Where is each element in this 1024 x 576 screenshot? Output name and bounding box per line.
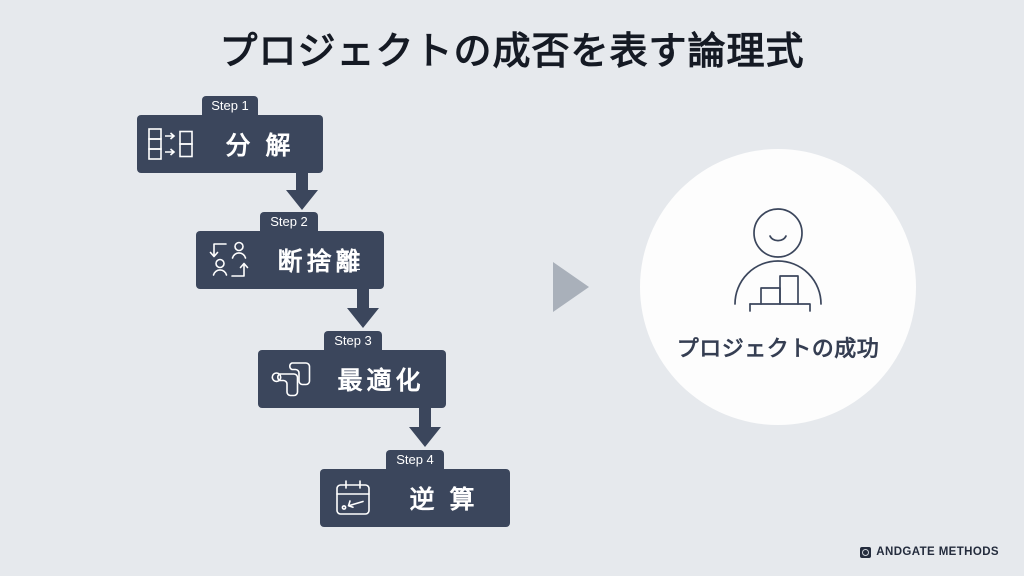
- step-tab-1: Step 1: [202, 96, 258, 116]
- step-tab-4: Step 4: [386, 450, 444, 470]
- step-body-4: 逆 算: [320, 469, 510, 527]
- step-tab-2: Step 2: [260, 212, 318, 232]
- play-triangle-icon: [553, 262, 589, 312]
- step-label-1: 分 解: [225, 132, 295, 160]
- outcome-circle: プロジェクトの成功: [640, 149, 916, 425]
- step-body-3: 最適化: [258, 350, 446, 408]
- person-with-chart-icon: [718, 206, 838, 317]
- split-blocks-icon: [137, 115, 207, 173]
- step-label-2: 断捨離: [277, 248, 365, 276]
- down-arrow-icon-1: [286, 154, 318, 210]
- step-body-2: 断捨離: [196, 231, 384, 289]
- down-arrow-icon-3: [409, 389, 441, 447]
- step-tab-3: Step 3: [324, 331, 382, 351]
- footer-logo: ANDGATE METHODS: [860, 546, 999, 558]
- down-arrow-icon-2: [347, 270, 379, 328]
- page-title: プロジェクトの成否を表す論理式: [219, 31, 805, 73]
- step-label-3: 最適化: [337, 367, 425, 395]
- footer-logo-text: ANDGATE METHODS: [876, 546, 999, 558]
- calendar-back-arrow-icon: [320, 469, 388, 527]
- step-label-4: 逆 算: [409, 486, 479, 514]
- puzzle-pieces-icon: [258, 350, 326, 408]
- step-body-1: 分 解: [137, 115, 323, 173]
- andgate-logo-icon: [860, 546, 872, 558]
- outcome-label: プロジェクトの成功: [676, 336, 880, 361]
- people-swap-icon: [196, 231, 268, 289]
